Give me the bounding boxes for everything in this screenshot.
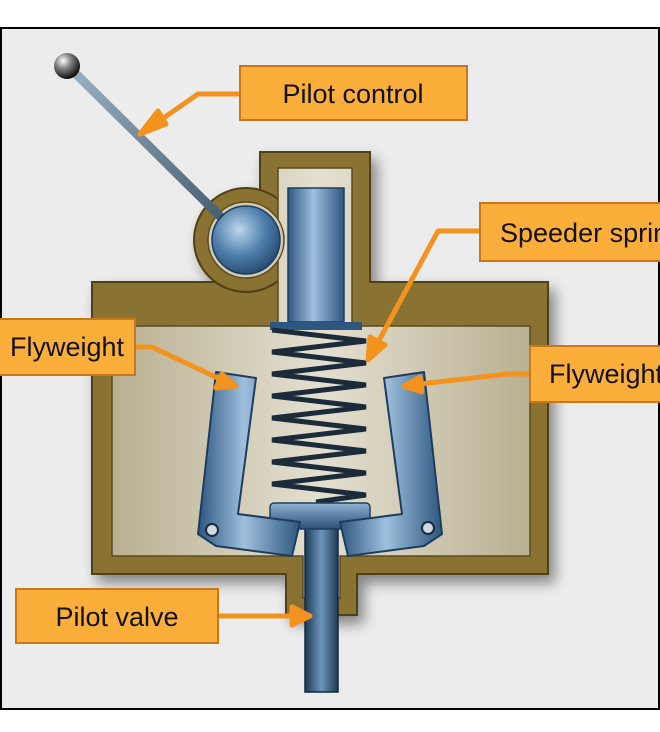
leader-flyweight-right: [419, 371, 530, 387]
lever-pivot-ball: [211, 205, 281, 275]
leader-lines: [135, 91, 530, 628]
pilot-control-lever: [67, 65, 247, 243]
leader-flyweight-left: [135, 344, 224, 383]
leader-speeder-spring: [373, 228, 480, 348]
left-flyweight: [197, 371, 301, 557]
callout-flyweight-right: Flyweight: [529, 345, 660, 403]
callout-pilot-valve-text: Pilot valve: [55, 602, 178, 632]
right-flyweight: [339, 371, 443, 557]
pilot-valve-rod: [304, 509, 339, 693]
callout-pilot-valve: Pilot valve: [15, 588, 219, 644]
callout-flyweight-left: Flyweight: [0, 318, 136, 376]
callout-speeder-spring-text: Speeder spring: [500, 218, 660, 248]
callout-flyweight-right-text: Flyweight: [549, 359, 660, 389]
callout-pilot-control: Pilot control: [239, 65, 468, 121]
speeder-spring: [271, 327, 367, 505]
plunger-cap: [270, 322, 362, 330]
leader-pilot-control: [150, 91, 240, 129]
callout-flyweight-left-text: Flyweight: [10, 332, 125, 362]
speeder-plunger: [287, 187, 345, 323]
lever-knob: [54, 53, 80, 79]
callout-speeder-spring: Speeder spring: [479, 202, 660, 262]
callout-pilot-control-text: Pilot control: [282, 79, 423, 109]
